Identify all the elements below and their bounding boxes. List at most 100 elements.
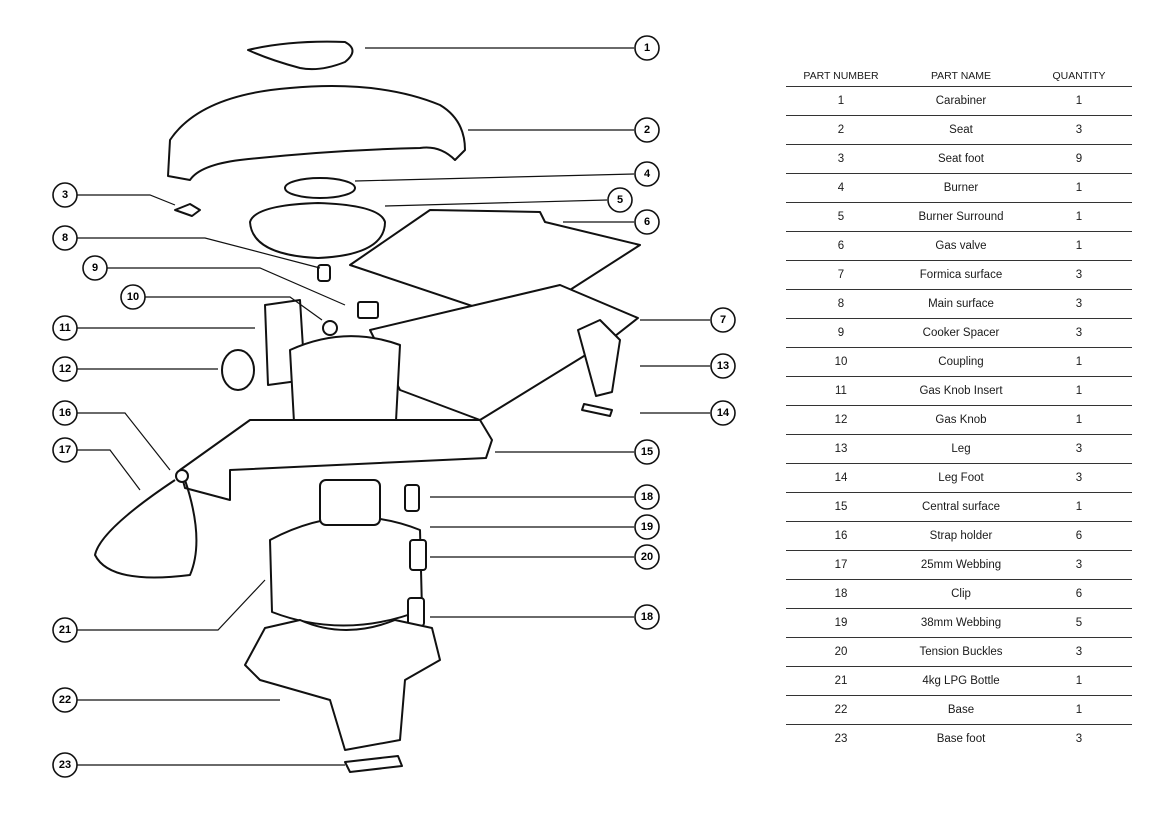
part-number-cell: 5: [786, 202, 896, 232]
quantity-cell: 3: [1026, 115, 1132, 145]
callout-circle: [634, 161, 660, 187]
part-number-cell: 8: [786, 289, 896, 319]
part-number-cell: 17: [786, 550, 896, 580]
part-number-cell: 9: [786, 318, 896, 348]
carabiner-part: [247, 40, 354, 71]
header-quantity: QUANTITY: [1026, 66, 1132, 87]
callout-number: 12: [59, 363, 71, 375]
leader-lines: [77, 47, 710, 766]
quantity-cell: 3: [1026, 637, 1132, 667]
part-name-cell: 4kg LPG Bottle: [896, 666, 1026, 696]
callout-2: 2: [634, 117, 660, 143]
callout-number: 1: [644, 42, 650, 54]
quantity-cell: 3: [1026, 550, 1132, 580]
callout-number: 17: [59, 444, 71, 456]
callout-circle: [710, 307, 736, 333]
callout-number: 21: [59, 624, 71, 636]
part-drawings: [94, 40, 641, 773]
callout-circle: [634, 209, 660, 235]
callout-number: 18: [641, 491, 653, 503]
webbing-loop-part: [94, 479, 198, 579]
table-header-row: PART NUMBER PART NAME QUANTITY: [786, 66, 1132, 87]
callout-8: 8: [52, 225, 78, 251]
callout-circle: [52, 182, 78, 208]
callout-23: 23: [52, 752, 78, 778]
part-number-cell: 3: [786, 144, 896, 174]
callout-circle: [710, 353, 736, 379]
quantity-cell: 1: [1026, 376, 1132, 406]
leader-line: [77, 412, 171, 471]
callout-number: 20: [641, 551, 653, 563]
quantity-cell: 1: [1026, 405, 1132, 435]
callout-circle: [52, 400, 78, 426]
callout-circle: [634, 544, 660, 570]
cooker-spacer-part: [357, 301, 379, 319]
callout-19: 19: [634, 514, 660, 540]
leader-line: [77, 194, 176, 206]
quantity-cell: 1: [1026, 173, 1132, 203]
part-name-cell: Gas Knob: [896, 405, 1026, 435]
quantity-cell: 3: [1026, 260, 1132, 290]
callout-circle: [634, 604, 660, 630]
part-name-cell: Formica surface: [896, 260, 1026, 290]
leader-line: [384, 199, 608, 207]
part-name-cell: Cooker Spacer: [896, 318, 1026, 348]
quantity-cell: 1: [1026, 492, 1132, 522]
quantity-cell: 5: [1026, 608, 1132, 638]
quantity-cell: 1: [1026, 202, 1132, 232]
quantity-cell: 3: [1026, 463, 1132, 493]
seat-foot-part: [174, 203, 201, 217]
part-number-cell: 2: [786, 115, 896, 145]
leader-line: [145, 296, 323, 321]
callout-circle: [52, 752, 78, 778]
central-surface-part: [179, 419, 493, 501]
tension-buckle-part: [409, 539, 427, 571]
quantity-cell: 6: [1026, 521, 1132, 551]
callout-number: 11: [59, 322, 71, 334]
callout-3: 3: [52, 182, 78, 208]
quantity-cell: 1: [1026, 86, 1132, 116]
part-number-cell: 13: [786, 434, 896, 464]
header-part-name: PART NAME: [896, 66, 1026, 87]
leader-line: [77, 579, 266, 631]
part-name-cell: Base foot: [936, 733, 986, 745]
callout-17: 17: [52, 437, 78, 463]
callout-circle: [52, 687, 78, 713]
callout-number: 22: [59, 694, 71, 706]
part-name-cell: Base: [896, 695, 1026, 725]
callout-number: 16: [59, 407, 71, 419]
gas-knob-part: [221, 349, 255, 391]
quantity-cell: 3: [1026, 318, 1132, 348]
bottle-neck-part: [319, 479, 381, 526]
callout-1: 1: [634, 35, 660, 61]
callout-22: 22: [52, 687, 78, 713]
callout-circle: [710, 400, 736, 426]
part-number-cell: 14: [786, 463, 896, 493]
leader-line: [77, 449, 141, 491]
part-name-cell: Burner: [896, 173, 1026, 203]
quantity-cell: 3: [1075, 733, 1083, 745]
callout-circle: [52, 315, 78, 341]
lpg-bottle-part: [269, 516, 423, 627]
clip-part-upper: [404, 484, 420, 512]
gas-valve-part: [317, 264, 331, 282]
part-name-cell: Clip: [896, 579, 1026, 609]
callout-number: 2: [644, 124, 650, 136]
part-name-cell: Main surface: [896, 289, 1026, 319]
header-part-number: PART NUMBER: [786, 66, 896, 87]
coupling-part: [322, 320, 338, 336]
callout-10: 10: [120, 284, 146, 310]
callout-5: 5: [607, 187, 633, 213]
